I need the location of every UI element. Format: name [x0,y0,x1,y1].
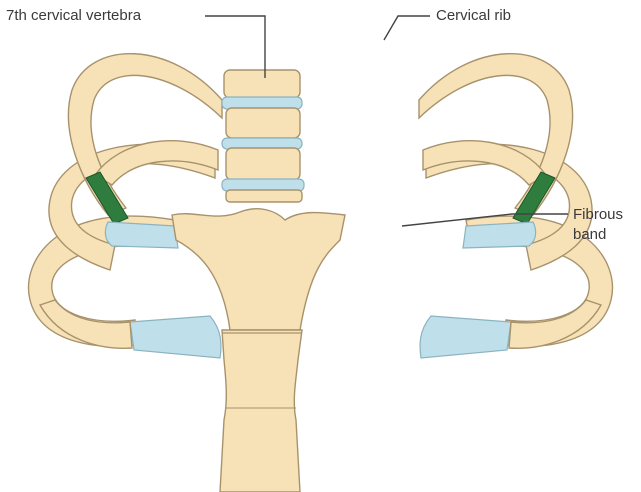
intervertebral-disc-1 [222,97,302,109]
costal-cartilage-upper-left [105,222,178,248]
sternal-body [220,330,302,492]
vertebra-body-2 [226,108,300,138]
vertebra-body-3 [226,148,300,180]
label-fibrous-band-line1: Fibrous [573,206,623,223]
vertebra-body-4 [226,190,302,202]
label-fibrous-band-line2: band [573,226,606,243]
cervical-rib-right [419,54,573,215]
costal-cartilage-upper-right [463,222,536,248]
vertebra-body-1 [224,70,300,98]
leader-cervical-rib [384,16,430,40]
label-cervical-rib: Cervical rib [436,7,511,24]
cervical-rib-left [68,54,222,215]
manubrium [172,209,345,330]
costal-cartilage-lower-left [130,316,221,358]
intervertebral-disc-3 [222,179,304,191]
costal-cartilage-lower-right [420,316,511,358]
label-7th-cervical-vertebra: 7th cervical vertebra [6,7,141,24]
leader-vertebra [205,16,265,78]
